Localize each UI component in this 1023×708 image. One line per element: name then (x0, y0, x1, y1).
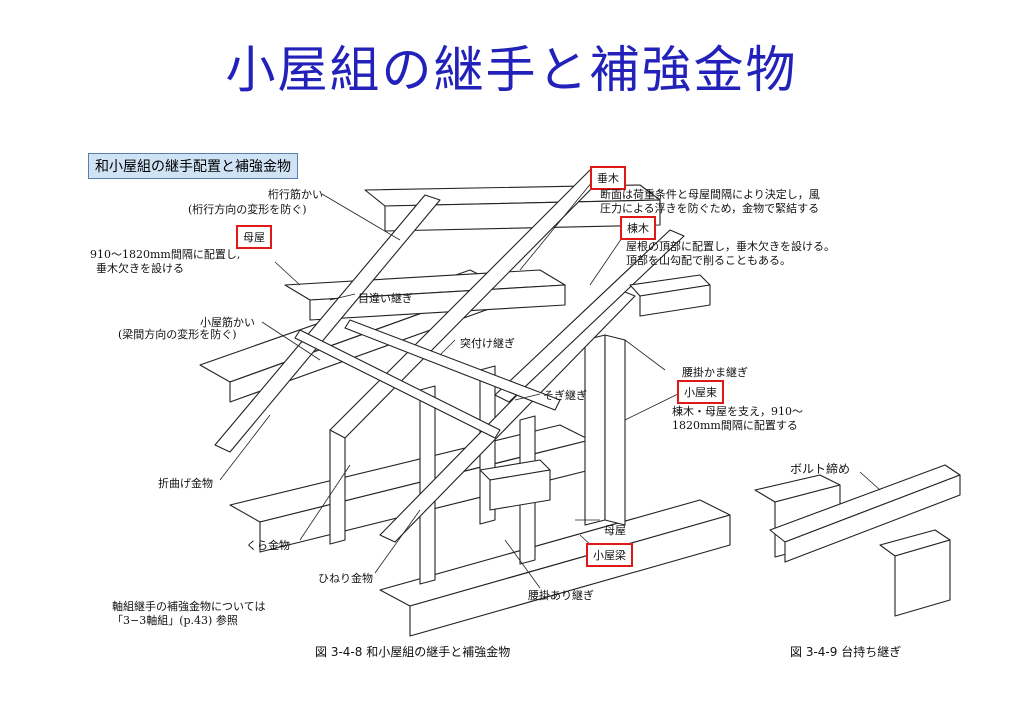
post-5 (329, 425, 346, 545)
slide-title: 小屋組の継手と補強金物 (225, 41, 798, 99)
note-koyazuka-1: 棟木・母屋を支え，910〜 (672, 405, 803, 418)
post-4 (419, 385, 436, 585)
rafter-1 (214, 194, 441, 453)
note-taruki-1: 断面は荷重条件と母屋間隔により決定し，風 (600, 188, 820, 201)
label-mechigai: 目違い継ぎ (358, 292, 413, 305)
note-moya-1: 910〜1820mm間隔に配置し, (90, 248, 241, 261)
footnote-2: 「3−3軸組」(p.43) 参照 (112, 614, 238, 627)
note-koya-brace: (梁間方向の変形を防ぐ) (118, 328, 237, 341)
brace-2 (344, 319, 561, 411)
label-kura: くら金物 (246, 539, 290, 552)
label-munagi-boxed: 棟木 (620, 216, 656, 240)
note-munagi-1: 屋根の頂部に配置し，垂木欠きを設ける。 (626, 240, 835, 253)
label-koyabari-boxed: 小屋梁 (586, 543, 633, 567)
label-orimage: 折曲げ金物 (158, 477, 213, 490)
caption-left: 図 3-4-8 和小屋組の継手と補強金物 (315, 645, 511, 659)
note-ketayuki: (桁行方向の変形を防ぐ) (188, 203, 307, 216)
detail-block-right-face (894, 539, 951, 617)
label-koyazuka-boxed: 小屋束 (677, 380, 724, 404)
label-taruki-boxed: 垂木 (590, 166, 626, 190)
joint-block-2 (639, 284, 711, 317)
label-koshikake-ari: 腰掛あり継ぎ (528, 589, 594, 602)
label-koshikake-kama: 腰掛かま継ぎ (682, 366, 748, 379)
label-bolt: ボルト締め (790, 462, 851, 476)
label-moya-boxed: 母屋 (236, 225, 272, 249)
note-taruki-2: 圧力による浮きを防ぐため，金物で緊結する (600, 202, 820, 215)
label-moya-bottom: 母屋 (604, 524, 626, 537)
post-1 (584, 334, 606, 526)
rafter-4 (494, 229, 685, 403)
detail-beam-face (784, 474, 961, 563)
brace-1 (294, 329, 501, 439)
note-koyazuka-2: 1820mm間隔に配置する (672, 419, 798, 432)
label-hineri: ひねり金物 (318, 572, 373, 585)
post-2 (604, 334, 626, 526)
caption-right: 図 3-4-9 台持ち継ぎ (790, 645, 902, 659)
joint-block-4 (489, 469, 551, 511)
footnote-1: 軸組継手の補強金物については (112, 600, 266, 613)
note-munagi-2: 頂部を山勾配で削ることもある。 (626, 254, 791, 267)
label-sogi: そぎ継ぎ (543, 389, 587, 402)
label-ketayuki-brace: 桁行筋かい (268, 188, 323, 201)
label-koya-brace: 小屋筋かい (200, 316, 255, 329)
label-tsukitsuke: 突付け継ぎ (460, 337, 515, 350)
panel-title: 和小屋組の継手配置と補強金物 (88, 153, 298, 179)
note-moya-2: 垂木欠きを設ける (96, 262, 184, 275)
